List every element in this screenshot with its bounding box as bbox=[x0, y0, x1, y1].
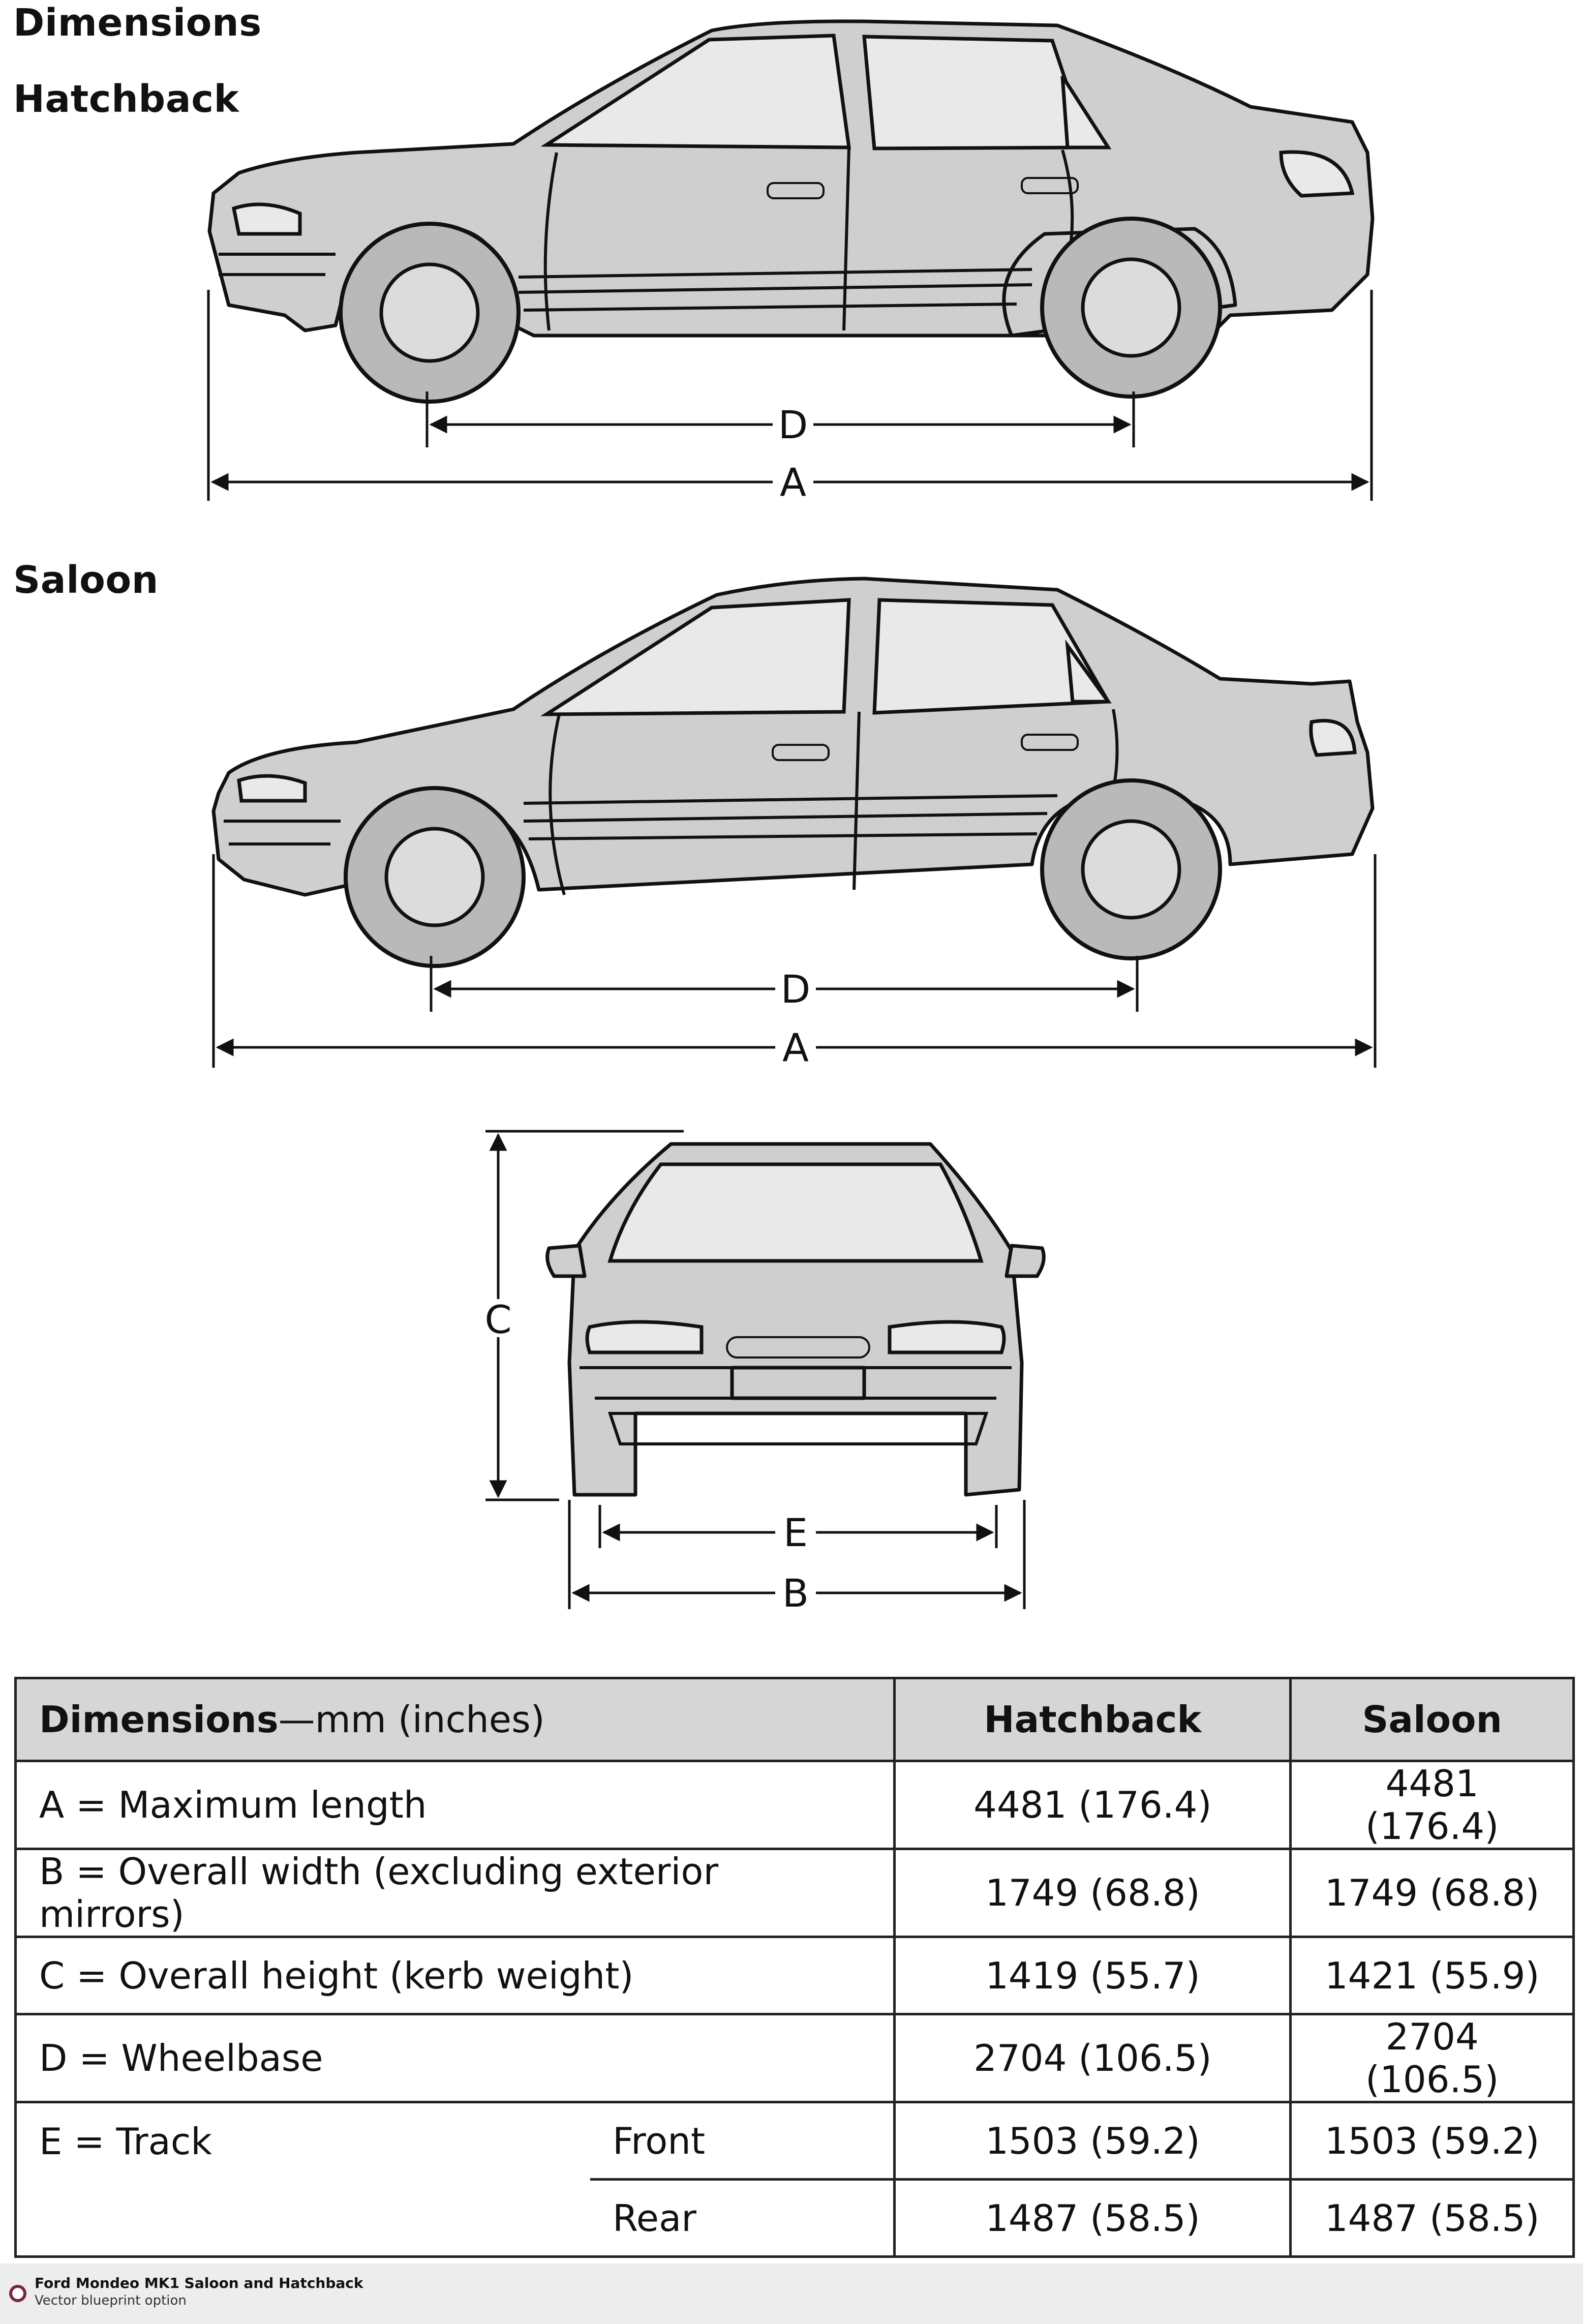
row-label bbox=[14, 2179, 590, 2258]
row-label: E = Track bbox=[14, 2101, 590, 2180]
page-title: Dimensions bbox=[13, 1, 262, 45]
table-row: E = Track Front 1503 (59.2) 1503 (59.2) bbox=[14, 2101, 1575, 2181]
saloon-value: 1487 (58.5) bbox=[1289, 2178, 1575, 2258]
table-row: C = Overall height (kerb weight) 1419 (5… bbox=[14, 1936, 1575, 2015]
saloon-value: 2704 (106.5) bbox=[1289, 2013, 1575, 2103]
front-b-label: B bbox=[782, 1571, 809, 1616]
front-e-label: E bbox=[783, 1510, 808, 1555]
footer-subtitle: Vector blueprint option bbox=[35, 2293, 187, 2308]
saloon-a-label: A bbox=[782, 1025, 809, 1070]
saloon-heading: Saloon bbox=[13, 558, 159, 602]
front-view: C E B bbox=[484, 1130, 1046, 1616]
row-label: C = Overall height (kerb weight) bbox=[14, 1936, 896, 2015]
table-header-hatchback: Hatchback bbox=[893, 1677, 1292, 1762]
front-c-label: C bbox=[484, 1297, 511, 1342]
row-label: D = Wheelbase bbox=[14, 2013, 896, 2103]
hatchback-value: 1749 (68.8) bbox=[893, 1848, 1292, 1938]
table-row: D = Wheelbase 2704 (106.5) 2704 (106.5) bbox=[14, 2013, 1575, 2103]
header-bold: Dimensions bbox=[39, 1698, 279, 1741]
saloon-d-label: D bbox=[781, 967, 811, 1012]
row-label: A = Maximum length bbox=[14, 1760, 896, 1850]
hatchback-heading: Hatchback bbox=[13, 77, 239, 121]
row-sublabel: Rear bbox=[590, 2178, 896, 2258]
dimensions-table: Dimensions—mm (inches) Hatchback Saloon … bbox=[14, 1677, 1575, 2258]
hatchback-value: 1503 (59.2) bbox=[893, 2101, 1292, 2181]
hatchback-side-view: D A bbox=[207, 19, 1375, 505]
table-header-dimensions: Dimensions—mm (inches) bbox=[14, 1677, 896, 1762]
hatchback-value: 2704 (106.5) bbox=[893, 2013, 1292, 2103]
saloon-value: 4481 (176.4) bbox=[1289, 1760, 1575, 1850]
logo-icon bbox=[9, 2285, 26, 2302]
row-label: B = Overall width (excluding exterior mi… bbox=[14, 1848, 896, 1938]
table-row: A = Maximum length 4481 (176.4) 4481 (17… bbox=[14, 1760, 1575, 1850]
row-sublabel: Front bbox=[590, 2101, 896, 2181]
blueprint-drawing: D A D A bbox=[207, 19, 1377, 1616]
table-row: Rear 1487 (58.5) 1487 (58.5) bbox=[14, 2178, 1575, 2258]
table-header-row: Dimensions—mm (inches) Hatchback Saloon bbox=[14, 1677, 1575, 1762]
table-header-saloon: Saloon bbox=[1289, 1677, 1575, 1762]
table-row: B = Overall width (excluding exterior mi… bbox=[14, 1848, 1575, 1938]
footer-title: Ford Mondeo MK1 Saloon and Hatchback bbox=[35, 2275, 363, 2291]
header-units: —mm (inches) bbox=[278, 1698, 545, 1741]
saloon-value: 1749 (68.8) bbox=[1289, 1848, 1575, 1938]
footer-bar: Ford Mondeo MK1 Saloon and Hatchback Vec… bbox=[0, 2263, 1583, 2324]
saloon-value: 1421 (55.9) bbox=[1289, 1936, 1575, 2015]
saloon-side-view: D A bbox=[211, 577, 1377, 1070]
hatch-d-label: D bbox=[778, 402, 808, 447]
hatch-a-label: A bbox=[780, 460, 806, 505]
hatchback-value: 1419 (55.7) bbox=[893, 1936, 1292, 2015]
hatchback-value: 1487 (58.5) bbox=[893, 2178, 1292, 2258]
saloon-value: 1503 (59.2) bbox=[1289, 2101, 1575, 2181]
hatchback-value: 4481 (176.4) bbox=[893, 1760, 1292, 1850]
